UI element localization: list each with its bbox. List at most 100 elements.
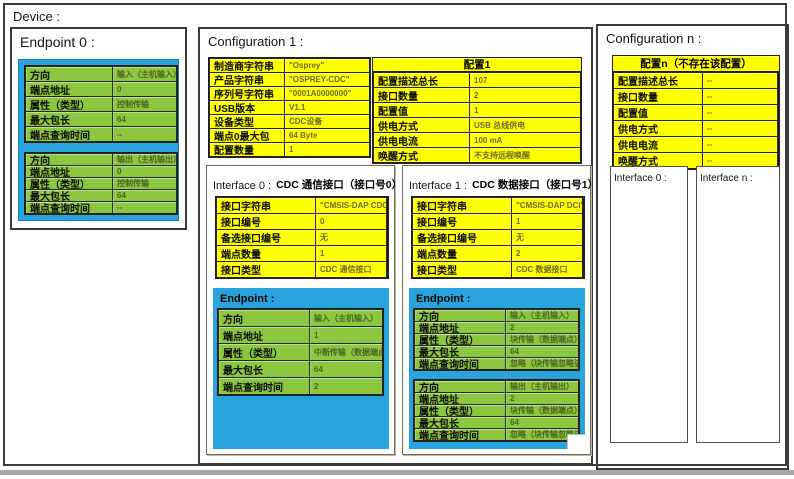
table-row: 接口数量-- [613, 88, 779, 105]
row-label: 端点数量 [216, 245, 316, 262]
confign-interfacen-box: Interface n : [696, 166, 780, 443]
interface0-endpoint-in-table: 方向输入（主机输入）端点地址1属性（类型）中断传输（数据端点）最大包长64端点查… [217, 308, 384, 396]
row-label: 端点查询时间 [414, 428, 506, 441]
row-label: 配置数量 [209, 142, 285, 157]
row-label: 设备类型 [209, 114, 285, 129]
row-label: 配置值 [613, 104, 703, 121]
interface0-title: Interface 0 : [213, 180, 272, 192]
confign-interface0-box: Interface 0 : [610, 166, 688, 443]
table-row: 端点查询时间-- [25, 126, 177, 142]
row-value: "Osprey" [284, 58, 370, 73]
interface1-subtitle: CDC 数据接口（接口号1） [472, 179, 599, 191]
configurationn-box: Configuration n : 配置n（不存在该配置） 配置描述总长--接口… [596, 24, 789, 470]
row-value: 2 [469, 87, 581, 103]
row-label: 配置值 [373, 102, 470, 118]
row-label: 备选接口编号 [216, 229, 316, 246]
table-row: 端点查询时间-- [25, 200, 177, 214]
row-label: 端点地址 [218, 326, 310, 344]
row-value: 0 [112, 81, 177, 97]
configurationn-tables: 配置n（不存在该配置） 配置描述总长--接口数量--配置值--供电方式--供电电… [612, 55, 787, 170]
row-label: 属性（类型） [25, 96, 113, 112]
row-label: 供电方式 [373, 117, 470, 133]
row-value: CDC 通信接口 [315, 261, 387, 278]
row-label: 接口编号 [216, 213, 316, 230]
row-value: "OSPREY-CDC" [284, 72, 370, 87]
configurationn-title: Configuration n : [606, 31, 702, 46]
row-value: -- [702, 72, 778, 89]
row-value: 1 [511, 213, 583, 230]
row-label: 接口类型 [216, 261, 316, 278]
interfaces-row: Interface 0 : CDC 通信接口（接口号0） 接口字符串"CMSIS… [206, 165, 598, 455]
row-value: 2 [511, 245, 583, 262]
row-value: 1 [469, 102, 581, 118]
row-label: 序列号字符串 [209, 86, 285, 101]
interface0-header: Interface 0 : CDC 通信接口（接口号0） [213, 171, 402, 192]
table-row: 方向输入（主机输入） [218, 309, 383, 327]
table-row: 属性（类型）控制传输 [25, 176, 177, 190]
table-row: 唤醒方式-- [613, 152, 779, 169]
table-row: 序列号字符串"0001A0000000" [209, 86, 370, 101]
row-label: 接口数量 [613, 88, 703, 105]
confign-interface0-label: Interface 0 : [614, 173, 667, 184]
row-label: 端点地址 [25, 81, 113, 97]
row-value: 无 [511, 229, 583, 246]
row-value: 不支持远程唤醒 [469, 147, 581, 163]
table-row: 备选接口编号无 [216, 229, 388, 246]
table-row: 供电方式-- [613, 120, 779, 137]
row-value: -- [112, 126, 177, 142]
table-row: 制造商字符串"Osprey" [209, 58, 370, 73]
row-value: 1 [284, 142, 370, 157]
row-value: 忽略（块传输忽略该值） [505, 428, 579, 441]
row-label: 供电电流 [373, 132, 470, 148]
row-label: 制造商字符串 [209, 58, 285, 73]
row-value: USB 总线供电 [469, 117, 581, 133]
row-label: 端点查询时间 [25, 200, 113, 214]
row-label: 供电电流 [613, 136, 703, 153]
confign-interfacen-label: Interface n : [700, 173, 753, 184]
interface1-title: Interface 1 : [409, 180, 468, 192]
white-notch [567, 434, 585, 449]
interface1-endpoint-title: Endpoint : [416, 293, 471, 305]
row-label: 端点0最大包 [209, 128, 285, 143]
configuration1-title: Configuration 1 : [208, 34, 304, 49]
row-value: 控制传输 [112, 96, 177, 112]
table-row: 配置值-- [613, 104, 779, 121]
confign-table: 配置描述总长--接口数量--配置值--供电方式--供电电流--唤醒方式-- [612, 71, 780, 170]
row-value: CDC设备 [284, 114, 370, 129]
table-row: 唤醒方式不支持远程唤醒 [373, 147, 581, 163]
row-value: 2 [309, 377, 383, 395]
table-row: 方向输入（主机输入） [25, 66, 177, 82]
row-value: 1 [315, 245, 387, 262]
config1-table-header: 配置1 [372, 57, 582, 72]
row-label: 属性（类型） [218, 343, 310, 361]
row-label: 供电方式 [613, 120, 703, 137]
row-value: "CMSIS-DAP DCI" [511, 197, 583, 214]
table-row: 属性（类型）中断传输（数据端点） [218, 343, 383, 361]
row-value: "0001A0000000" [284, 86, 370, 101]
row-value: 输入（主机输入） [112, 66, 177, 82]
row-value: 64 [112, 111, 177, 127]
row-value: -- [702, 88, 778, 105]
row-value: -- [112, 200, 177, 214]
row-label: 接口类型 [412, 261, 512, 278]
row-label: 接口字符串 [412, 197, 512, 214]
row-value: CDC 数据接口 [511, 261, 583, 278]
configuration1-tables: 制造商字符串"Osprey"产品字符串"OSPREY-CDC"序列号字符串"00… [208, 57, 582, 164]
endpoint0-title: Endpoint 0 : [20, 34, 95, 50]
